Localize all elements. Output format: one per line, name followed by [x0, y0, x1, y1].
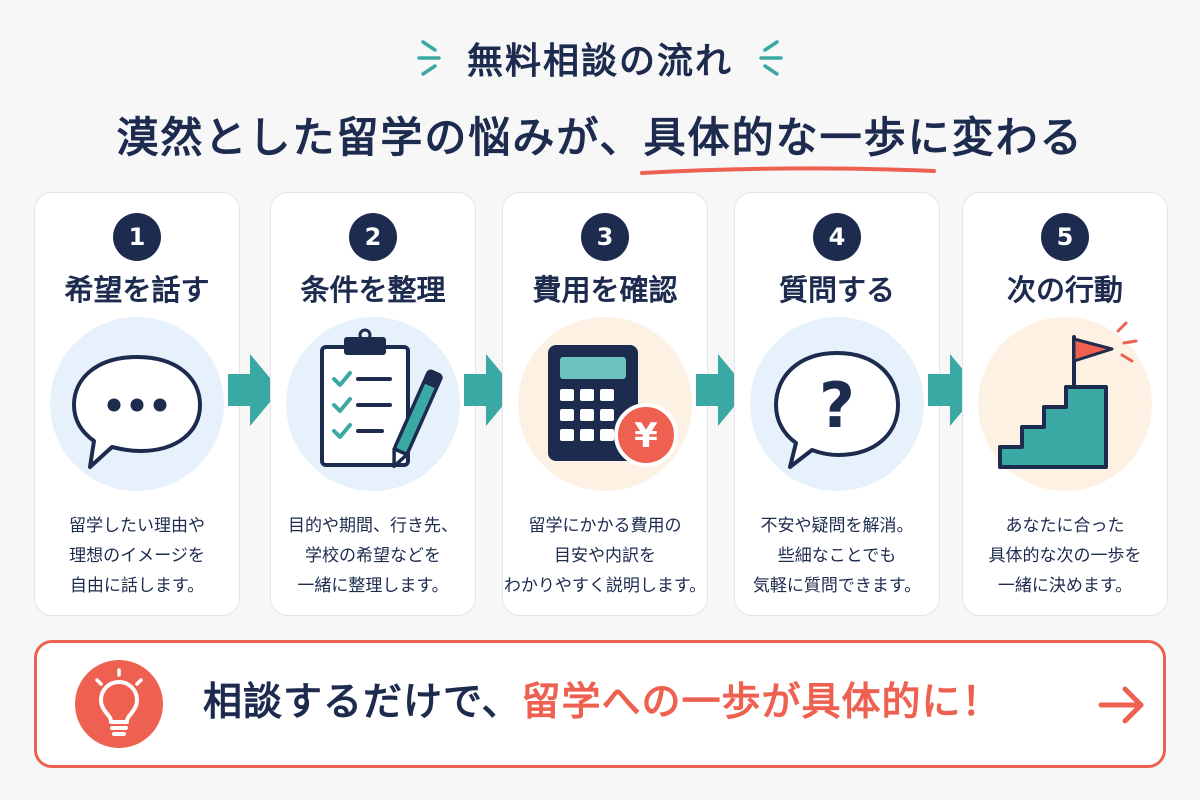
page-kicker: 無料相談の流れ	[466, 41, 733, 82]
step-title: 条件を整理	[300, 273, 446, 307]
arrow-right-icon[interactable]	[1097, 681, 1147, 729]
step-title: 希望を話す	[64, 273, 210, 307]
question-bubble-icon: ?	[750, 317, 924, 491]
step-number-badge: 5	[1041, 213, 1089, 261]
highlight-underline	[639, 166, 936, 175]
cta-text: 相談するだけで、留学への一歩が具体的に！	[203, 673, 1001, 733]
headline-part-before: 漠然とした留学の悩みが、	[116, 113, 644, 162]
stairs-flag-icon	[978, 317, 1152, 491]
step-desc-line: わかりやすく説明します。	[503, 576, 707, 596]
step-card-1: 1 希望を話す 留学したい理由や 理想のイメージを 自由に話します。	[34, 192, 240, 616]
step-desc-line: 一緒に決めます。	[997, 576, 1133, 596]
question-mark: ?	[819, 369, 855, 442]
yen-symbol: ¥	[634, 416, 658, 456]
step-desc-line: 自由に話します。	[69, 576, 205, 596]
step-desc-line: 留学にかかる費用の	[528, 516, 682, 536]
step-card-2: 2 条件を整理 目的や期間、行き先、 学校の希	[270, 192, 476, 616]
step-desc-line: 不安や疑問を解消。	[760, 516, 914, 536]
step-card-4: 4 質問する ? 不安や疑問を解消。 些細なことでも 気軽に質問できます。	[734, 192, 940, 616]
step-number-badge: 3	[581, 213, 629, 261]
step-description: 目的や期間、行き先、 学校の希望などを 一緒に整理します。	[271, 511, 475, 601]
cta-lead: 相談するだけで、	[203, 680, 522, 725]
step-description: 不安や疑問を解消。 些細なことでも 気軽に質問できます。	[735, 511, 939, 601]
step-description: あなたに合った 具体的な次の一歩を 一緒に決めます。	[963, 511, 1167, 601]
step-desc-line: あなたに合った	[1005, 516, 1125, 536]
step-desc-line: 理想のイメージを	[69, 546, 205, 566]
page-headline: 漠然とした留学の悩みが、具体的な一歩に変わる	[0, 104, 1200, 175]
flow-arrow-icon	[464, 354, 516, 426]
calculator-yen-icon: ¥	[518, 317, 692, 491]
cta-banner[interactable]: 相談するだけで、留学への一歩が具体的に！	[34, 640, 1166, 768]
sparkle-left-icon	[415, 38, 449, 78]
step-desc-line: 学校の希望などを	[305, 546, 441, 566]
steps-flow: 1 希望を話す 留学したい理由や 理想のイメージを 自由に話します。 2 条件を…	[0, 192, 1200, 616]
headline-part-after: に変わる	[907, 113, 1084, 162]
step-desc-line: 気軽に質問できます。	[752, 576, 922, 596]
speech-bubble-dots-icon	[50, 317, 224, 491]
step-number-badge: 1	[113, 213, 161, 261]
headline-highlight: 具体的な一歩	[639, 104, 936, 175]
header-kicker-row: 無料相談の流れ	[0, 30, 1200, 86]
step-number-badge: 4	[813, 213, 861, 261]
step-desc-line: 目安や内訳を	[554, 546, 656, 566]
flow-arrow-icon	[696, 354, 748, 426]
flow-arrow-icon	[928, 354, 980, 426]
step-card-5: 5 次の行動 あなたに合った 具体的な次の一歩を 一緒に決めます。	[962, 192, 1168, 616]
step-title: 次の行動	[1006, 273, 1123, 307]
step-desc-line: 目的や期間、行き先、	[288, 516, 458, 536]
step-description: 留学したい理由や 理想のイメージを 自由に話します。	[35, 511, 239, 601]
step-desc-line: 些細なことでも	[777, 546, 897, 566]
sparkle-right-icon	[751, 38, 785, 78]
step-desc-line: 留学したい理由や	[69, 516, 205, 536]
step-card-3: 3 費用を確認 ¥ 留学にかかる費用の 目安や内訳を わかりやすく	[502, 192, 708, 616]
lightbulb-icon	[75, 660, 163, 748]
cta-accent: 留学への一歩が具体的に！	[521, 680, 1002, 725]
step-number-badge: 2	[349, 213, 397, 261]
step-title: 費用を確認	[532, 273, 678, 307]
headline-highlight-text: 具体的な一歩	[643, 113, 908, 162]
step-desc-line: 具体的な次の一歩を	[988, 546, 1142, 566]
step-description: 留学にかかる費用の 目安や内訳を わかりやすく説明します。	[503, 511, 707, 601]
flow-arrow-icon	[228, 354, 280, 426]
step-title: 質問する	[778, 273, 895, 307]
step-desc-line: 一緒に整理します。	[297, 576, 449, 596]
clipboard-checklist-icon	[286, 317, 460, 491]
